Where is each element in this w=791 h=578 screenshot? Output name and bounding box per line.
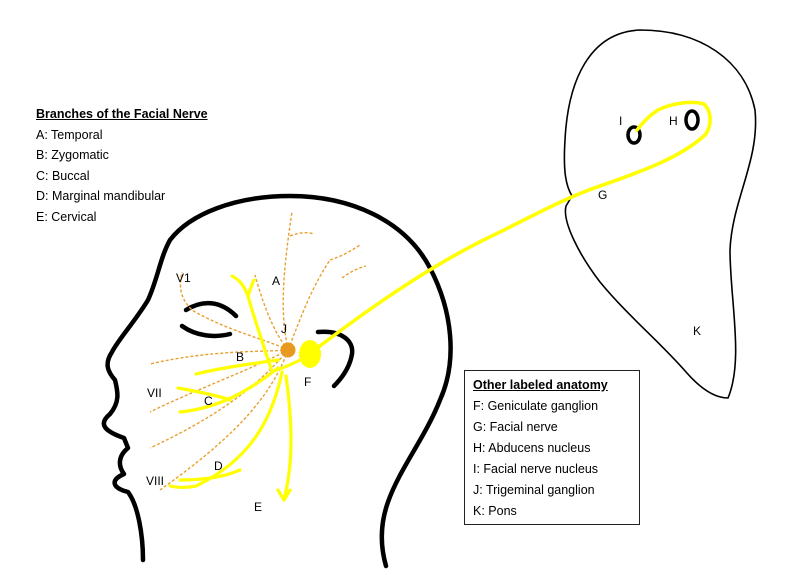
- trigeminal-ganglion: [280, 342, 296, 358]
- buccal-branch: [178, 366, 280, 414]
- label-I: I: [619, 114, 622, 128]
- anatomy-item: J: Trigeminal ganglion: [473, 483, 595, 497]
- branches-legend: Branches of the Facial Nerve A: Temporal…: [36, 104, 208, 227]
- other-anatomy-box: Other labeled anatomy F: Geniculate gang…: [464, 370, 640, 525]
- eye: [179, 323, 233, 339]
- facial-nerve-paths: [168, 100, 712, 502]
- branches-legend-title: Branches of the Facial Nerve: [36, 107, 208, 121]
- facial-nerve-trunk: [310, 100, 712, 354]
- zygomatic-branch: [194, 358, 280, 376]
- anatomy-item: K: Pons: [473, 504, 517, 518]
- anatomy-item: G: Facial nerve: [473, 420, 558, 434]
- label-F: F: [304, 375, 311, 389]
- label-H: H: [669, 114, 678, 128]
- eyebrow: [183, 301, 239, 319]
- legend-item: B: Zygomatic: [36, 148, 109, 162]
- abducens-nucleus: [684, 109, 700, 131]
- label-J: J: [281, 322, 287, 336]
- label-B: B: [236, 350, 244, 364]
- brainstem-outline: [563, 29, 757, 399]
- label-VIII: VIII: [146, 474, 164, 488]
- head-outline: [101, 193, 453, 569]
- legend-item: E: Cervical: [36, 209, 97, 224]
- label-G: G: [598, 188, 607, 202]
- label-D: D: [214, 459, 223, 473]
- anatomy-item: I: Facial nerve nucleus: [473, 462, 599, 476]
- label-E: E: [254, 500, 262, 514]
- geniculate-ganglion: [299, 340, 321, 368]
- label-VII: VII: [147, 386, 162, 400]
- legend-item: A: Temporal: [36, 127, 103, 142]
- label-V1: V1: [176, 271, 191, 285]
- label-C: C: [204, 394, 213, 408]
- other-anatomy-title: Other labeled anatomy: [473, 378, 608, 392]
- label-A: A: [272, 274, 280, 288]
- anatomy-item: H: Abducens nucleus: [473, 441, 591, 455]
- facial-nerve-nucleus: [626, 125, 642, 145]
- legend-item: D: Marginal mandibular: [36, 189, 166, 203]
- ear: [315, 329, 355, 389]
- legend-item: C: Buccal: [36, 168, 90, 183]
- anatomy-item: F: Geniculate ganglion: [473, 399, 599, 413]
- trigeminal-branches: [149, 211, 367, 491]
- label-K: K: [693, 324, 701, 338]
- cervical-branch: [282, 374, 293, 502]
